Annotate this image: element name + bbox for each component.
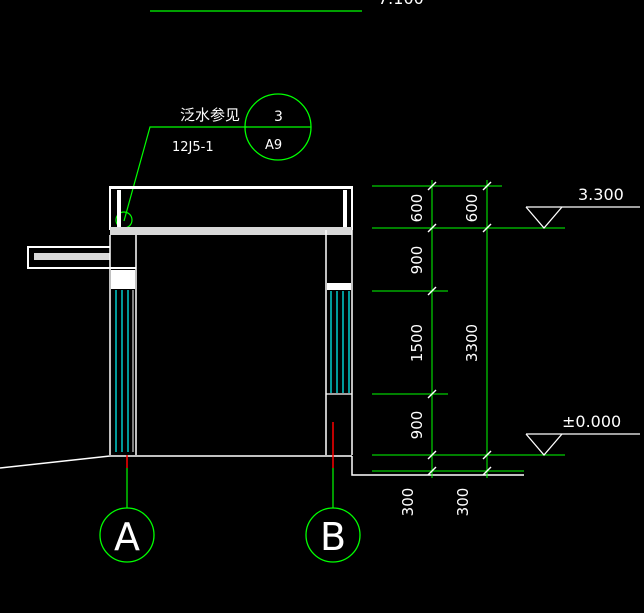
dim-bottom-left: 300 bbox=[399, 488, 417, 517]
callout-note: 泛水参见 bbox=[180, 106, 240, 124]
canopy-slab bbox=[34, 253, 110, 260]
detail-number: 3 bbox=[274, 109, 283, 125]
callout-leader-line bbox=[123, 126, 247, 222]
dim-inner-window: 1500 bbox=[408, 324, 426, 362]
detail-callout: 泛水参见 12J5-1 3 A9 bbox=[115, 93, 312, 229]
grid-a-circle bbox=[99, 507, 155, 563]
dim-inner-upper: 900 bbox=[408, 246, 426, 275]
elevation-ground-text: ±0.000 bbox=[562, 412, 621, 431]
callout-atlas: 12J5-1 bbox=[172, 140, 214, 155]
dim-inner-parapet: 600 bbox=[408, 194, 426, 223]
grid-axis-b: B bbox=[305, 422, 361, 563]
parapet-right-inner bbox=[343, 190, 347, 230]
right-window-glass bbox=[330, 291, 350, 393]
grid-axis-a: A bbox=[99, 455, 155, 563]
building-section bbox=[0, 186, 524, 476]
parapet-top bbox=[110, 186, 352, 189]
left-window-glass bbox=[115, 290, 134, 452]
dimension-ticks bbox=[427, 181, 492, 476]
top-fragment-text: 7.100 bbox=[378, 0, 424, 8]
grid-b-circle bbox=[305, 507, 361, 563]
right-lintel bbox=[327, 283, 351, 290]
left-lintel bbox=[111, 270, 135, 289]
parapet-left-inner bbox=[117, 190, 121, 230]
grid-b-label: B bbox=[320, 515, 346, 559]
ground-step bbox=[351, 456, 524, 476]
elevation-marker-roof: 3.300 bbox=[525, 185, 640, 229]
dim-outer-parapet: 600 bbox=[463, 194, 481, 223]
roof-slab bbox=[110, 227, 352, 235]
canopy-outline bbox=[27, 246, 136, 269]
dim-inner-lower: 900 bbox=[408, 411, 426, 440]
dim-outer-total: 3300 bbox=[463, 324, 481, 362]
dim-bottom-right: 300 bbox=[454, 488, 472, 517]
elevation-ground-triangle bbox=[525, 433, 563, 456]
top-fragment: 7.100 bbox=[150, 0, 424, 12]
grid-a-label: A bbox=[114, 515, 140, 559]
elevation-roof-text: 3.300 bbox=[578, 185, 624, 204]
elevation-marker-ground: ±0.000 bbox=[525, 412, 640, 456]
dimension-chains: 600 900 1500 900 600 3300 300 300 bbox=[372, 180, 565, 516]
elevation-roof-triangle bbox=[525, 206, 563, 229]
ground-line bbox=[0, 455, 352, 469]
detail-sheet: A9 bbox=[265, 138, 282, 153]
